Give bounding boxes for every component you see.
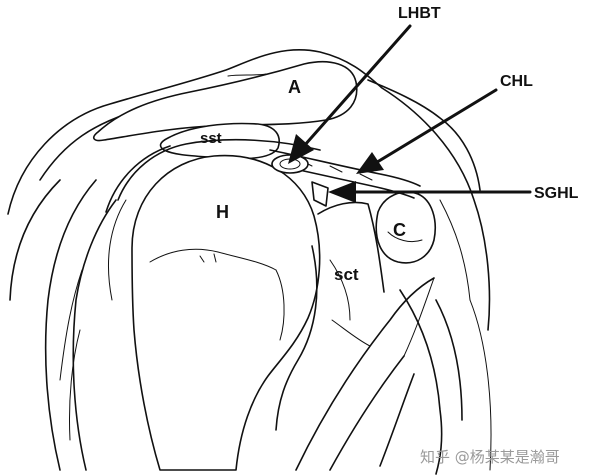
arrow-sghl xyxy=(328,181,530,203)
label-subscapularis: sct xyxy=(334,265,359,284)
label-lhbt: LHBT xyxy=(398,5,441,22)
arrow-chl xyxy=(356,90,496,174)
label-humeral-head: H xyxy=(216,202,229,222)
label-sghl: SGHL xyxy=(534,185,579,202)
label-supraspinatus: sst xyxy=(200,130,222,147)
label-acromion: A xyxy=(288,77,301,97)
watermark-text: 知乎 @杨某某是瀚哥 xyxy=(420,448,560,466)
sghl-structure xyxy=(312,182,328,206)
label-chl: CHL xyxy=(500,73,533,90)
label-coracoid: C xyxy=(393,220,406,240)
